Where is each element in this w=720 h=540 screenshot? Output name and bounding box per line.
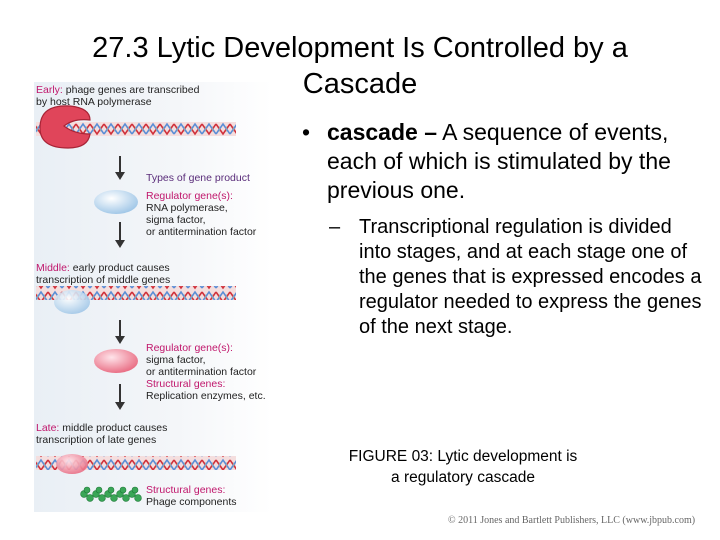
dna-strand-early [36,122,236,136]
early-regulator-product [94,190,138,214]
rna-polymerase-shape [39,105,91,149]
middle-regulator-product [94,349,138,373]
figure-caption: FIGURE 03: Lytic development is a regula… [348,448,578,486]
blue-factor-bound [54,290,90,314]
bullet-cascade: • cascade – A sequence of events, each of… [302,118,702,205]
bullet-list: • cascade – A sequence of events, each of… [302,118,702,340]
sub-bullet-text: Transcriptional regulation is divided in… [359,216,702,338]
pink-factor-bound [56,454,88,474]
early-stage-label: Early: phage genes are transcribed by ho… [36,84,200,108]
copyright-notice: © 2011 Jones and Bartlett Publishers, LL… [448,515,696,526]
sub-bullet-regulation: –Transcriptional regulation is divided i… [302,215,702,340]
slide-title: 27.3 Lytic Development Is Controlled by … [92,32,628,100]
phage-components [80,486,142,502]
bullet-term: cascade – [327,119,437,145]
bullet-marker: • [302,119,311,145]
late-structural-label: Structural genes: Phage components [146,484,237,508]
middle-stage-label: Middle: early product causes transcripti… [36,262,171,286]
early-regulator-label: Regulator gene(s): RNA polymerase, sigma… [146,190,257,238]
late-stage-label: Late: middle product causes transcriptio… [36,422,168,446]
lytic-cascade-figure: Early: phage genes are transcribed by ho… [34,80,274,512]
middle-regulator-label: Regulator gene(s): sigma factor, or anti… [146,342,266,402]
figure-artwork [34,82,272,512]
types-label: Types of gene product [146,172,250,184]
sub-bullet-marker: – [329,216,341,238]
bullet-definition: A sequence of events, each of which is s… [327,119,671,203]
